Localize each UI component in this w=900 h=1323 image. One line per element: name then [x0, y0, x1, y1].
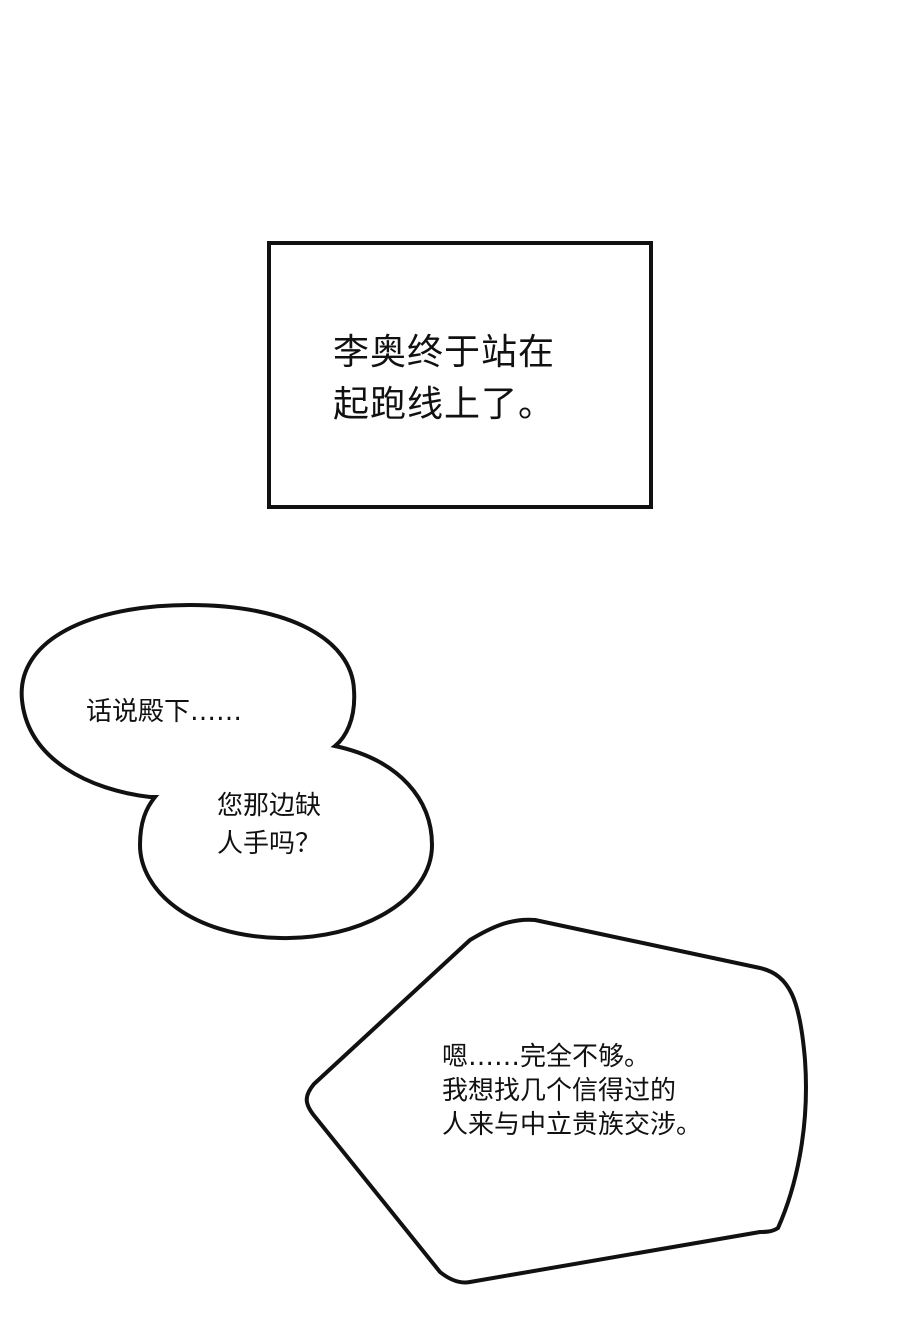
speech-bubble-double-lobe [19, 602, 435, 941]
narration-box [267, 241, 653, 509]
narration-text: 李奥终于站在 起跑线上了。 [333, 332, 556, 425]
speech-bubble-polygon [304, 917, 808, 1285]
speech-bubble-1-text-bottom: 您那边缺 人手吗？ [217, 791, 322, 859]
speech-bubble-2-text: 嗯……完全不够。 我想找几个信得过的 人来与中立贵族交涉。 [442, 1042, 703, 1140]
speech-bubble-1-text-top: 话说殿下…… [86, 697, 243, 727]
